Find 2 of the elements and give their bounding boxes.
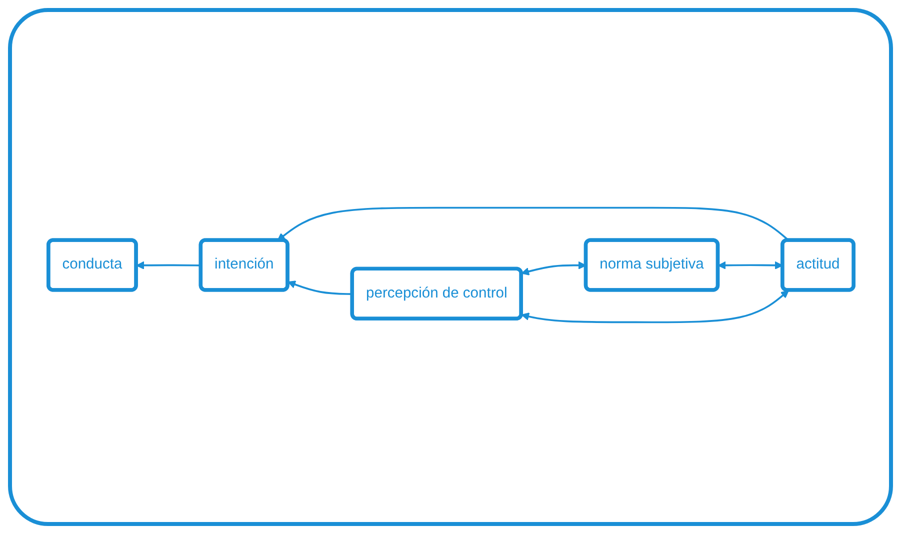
arrow xyxy=(276,206,789,241)
arrow xyxy=(520,290,788,323)
